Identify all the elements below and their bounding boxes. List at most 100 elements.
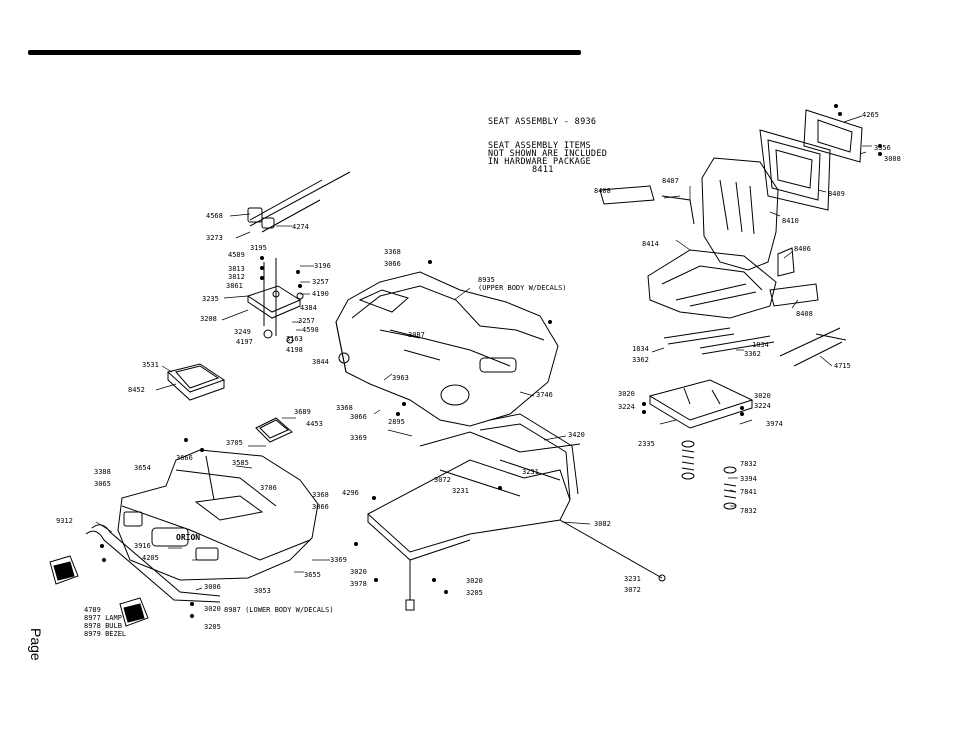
part-label: 7832 — [740, 460, 757, 468]
part-label: 3065 — [94, 480, 111, 488]
seat-springs — [681, 440, 737, 510]
upper-body — [335, 271, 559, 427]
lamp-label-lamp: 8977 LAMP — [84, 614, 122, 622]
part-label: 4265 — [862, 111, 879, 119]
part-label: 1834 — [752, 341, 769, 349]
part-label: 8408 — [594, 187, 611, 195]
part-label: 3369 — [330, 556, 347, 564]
part-label: 3420 — [568, 431, 585, 439]
part-label: 3163 — [286, 335, 303, 343]
part-label: 3008 — [884, 155, 901, 163]
part-label: 4197 — [236, 338, 253, 346]
chassis-frame — [367, 413, 666, 611]
part-label: 4205 — [142, 554, 159, 562]
part-label: 3072 — [624, 586, 641, 594]
heel-plate — [255, 417, 293, 443]
seat-slide-rails — [648, 327, 775, 429]
part-label: 3861 — [226, 282, 243, 290]
part-label: 3746 — [536, 391, 553, 399]
part-label: 3257 — [298, 317, 315, 325]
part-label: 3655 — [304, 571, 321, 579]
page-label-text: Page — [28, 628, 44, 661]
part-label: 3231 — [522, 468, 539, 476]
part-label: 3362 — [744, 350, 761, 358]
hardware-note-line-1: SEAT ASSEMBLY ITEMS — [488, 141, 591, 151]
part-label: 3224 — [618, 403, 635, 411]
part-label: 4190 — [312, 290, 329, 298]
part-label: 3974 — [766, 420, 783, 428]
seat-back-plate — [759, 109, 863, 211]
seat-assembly-title: SEAT ASSEMBLY - 8936 — [488, 117, 597, 127]
part-label: 3249 — [234, 328, 251, 336]
part-label: 3368 — [312, 491, 329, 499]
part-label: 3812 — [228, 273, 245, 281]
part-label: 3666 — [176, 454, 193, 462]
part-label: 3978 — [350, 580, 367, 588]
part-label: 3020 — [350, 568, 367, 576]
part-label: 8409 — [828, 190, 845, 198]
part-label: 3066 — [384, 260, 401, 268]
part-label: 4198 — [286, 346, 303, 354]
part-label: 2895 — [388, 418, 405, 426]
part-label: 2335 — [638, 440, 655, 448]
part-label: 4384 — [300, 304, 317, 312]
hardware-note-line-2: NOT SHOWN ARE INCLUDED — [488, 149, 608, 159]
part-label: 4589 — [228, 251, 245, 259]
part-label: 4568 — [206, 212, 223, 220]
part-label: 3053 — [254, 587, 271, 595]
part-label: 3082 — [594, 520, 611, 528]
part-label: 3205 — [466, 589, 483, 597]
part-label: 4453 — [306, 420, 323, 428]
part-label: 3224 — [754, 402, 771, 410]
logo-text: ORION — [176, 533, 200, 542]
foot-pad — [166, 363, 226, 401]
part-label: 3205 — [204, 623, 221, 631]
part-label: 3231 — [624, 575, 641, 583]
lamp-label-bulb: 8978 BULB — [84, 622, 122, 630]
part-label: 4598 — [302, 326, 319, 334]
front-bumper-tube — [85, 524, 221, 603]
part-label: 1834 — [632, 345, 649, 353]
hardware-note-line-4: 8411 — [532, 165, 554, 175]
part-label: 8452 — [128, 386, 145, 394]
lower-body-label: 8987 (LOWER BODY W/DECALS) — [224, 606, 334, 614]
upper-body-label-2: (UPPER BODY W/DECALS) — [478, 284, 567, 292]
part-label: 3196 — [314, 262, 331, 270]
part-label: 3020 — [618, 390, 635, 398]
part-label: 3235 — [202, 295, 219, 303]
part-label: 3362 — [632, 356, 649, 364]
lamp-lenses — [54, 562, 144, 622]
part-label: 3020 — [204, 605, 221, 613]
part-label: 3020 — [466, 577, 483, 585]
part-label: 3231 — [452, 487, 469, 495]
part-label: 7832 — [740, 507, 757, 515]
page-label: Page — [26, 628, 66, 668]
part-label: 3257 — [312, 278, 329, 286]
part-label: 3531 — [142, 361, 159, 369]
part-label: 3087 — [408, 331, 425, 339]
part-label: 3208 — [200, 315, 217, 323]
part-label: 3195 — [250, 244, 267, 252]
bracket-plate — [246, 258, 304, 344]
lamp-label-4789: 4789 — [84, 606, 101, 614]
part-label: 3273 — [206, 234, 223, 242]
hardware-markers — [100, 104, 882, 618]
part-label: 3689 — [294, 408, 311, 416]
control-rod — [779, 327, 847, 367]
top-rule — [28, 50, 581, 55]
throttle-cable-assembly — [247, 171, 351, 233]
part-label: 3706 — [260, 484, 277, 492]
part-label: 3844 — [312, 358, 329, 366]
part-label: 3006 — [204, 583, 221, 591]
part-label: 3356 — [874, 144, 891, 152]
part-label: 3072 — [434, 476, 451, 484]
part-label: 3388 — [94, 468, 111, 476]
part-label: 7841 — [740, 488, 757, 496]
hardware-note-line-3: IN HARDWARE PACKAGE — [488, 157, 591, 167]
upper-body-label: 8935 — [478, 276, 495, 284]
part-label: 3916 — [134, 542, 151, 550]
part-label: 8407 — [662, 177, 679, 185]
part-label: 3020 — [754, 392, 771, 400]
part-label: 8410 — [782, 217, 799, 225]
